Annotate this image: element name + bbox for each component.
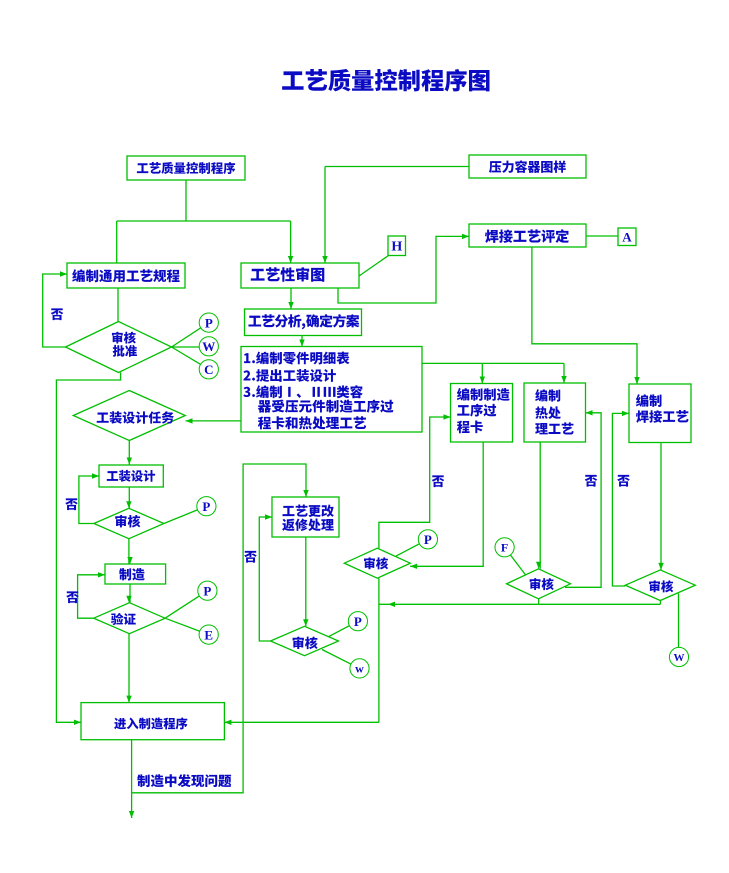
svg-text:P: P (202, 499, 210, 514)
svg-text:A: A (622, 229, 632, 244)
svg-text:F: F (501, 541, 508, 555)
svg-text:W: W (674, 652, 685, 664)
svg-text:E: E (204, 627, 213, 642)
svg-text:w: w (355, 662, 364, 676)
svg-text:P: P (354, 614, 362, 629)
svg-text:P: P (203, 583, 211, 598)
svg-text:C: C (204, 362, 213, 377)
svg-text:P: P (205, 315, 213, 330)
svg-text:W: W (202, 339, 215, 354)
svg-text:H: H (391, 240, 402, 255)
svg-text:P: P (424, 532, 432, 547)
